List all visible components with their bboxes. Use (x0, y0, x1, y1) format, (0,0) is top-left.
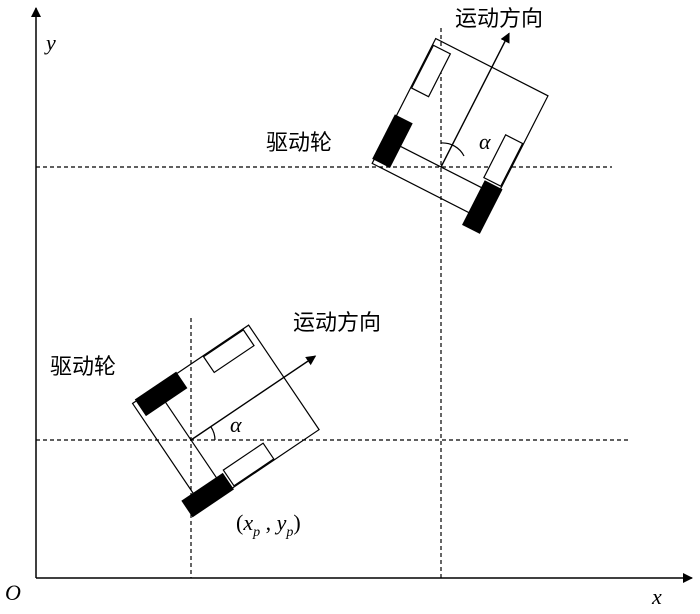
x-axis-label: x (651, 584, 662, 609)
position-label-y: y (275, 510, 287, 535)
robot-upper (371, 32, 549, 234)
upper-caster-left (410, 44, 452, 98)
position-label: (xp , yp) (236, 510, 301, 540)
lower-chassis-outline (131, 324, 320, 509)
upper-chassis-outline (371, 37, 549, 222)
upper-drive-wheel-left (372, 114, 413, 168)
position-label-open: ( (236, 510, 243, 535)
y-axis-label: y (44, 30, 56, 55)
lower-wheel-label: 驱动轮 (50, 355, 116, 380)
lower-caster-left (202, 329, 255, 374)
lower-drive-wheel-right (181, 472, 234, 518)
lower-angle-label: α (230, 412, 242, 437)
position-label-x-sub: p (252, 525, 260, 540)
upper-direction-label: 运动方向 (455, 7, 543, 32)
upper-wheel-label: 驱动轮 (266, 131, 332, 156)
upper-axle (391, 141, 491, 193)
upper-angle-label: α (479, 129, 491, 154)
axes: y O x (5, 7, 693, 609)
lower-drive-wheel-left (134, 371, 188, 417)
upper-angle-arc (440, 142, 465, 157)
lower-axle (159, 394, 223, 486)
position-label-y-sub: p (285, 525, 293, 540)
robot-lower (131, 324, 320, 518)
reference-lines (36, 28, 628, 578)
position-label-sep: , (260, 510, 277, 535)
upper-caster-right (483, 134, 524, 188)
lower-angle-arc (210, 426, 216, 441)
lower-direction-label: 运动方向 (293, 311, 381, 336)
position-label-close: ) (293, 510, 300, 535)
lower-caster-right (222, 442, 275, 487)
lower-heading-line (190, 355, 317, 441)
position-label-x: x (242, 510, 253, 535)
upper-drive-wheel-right (462, 180, 503, 234)
origin-label: O (5, 580, 21, 605)
